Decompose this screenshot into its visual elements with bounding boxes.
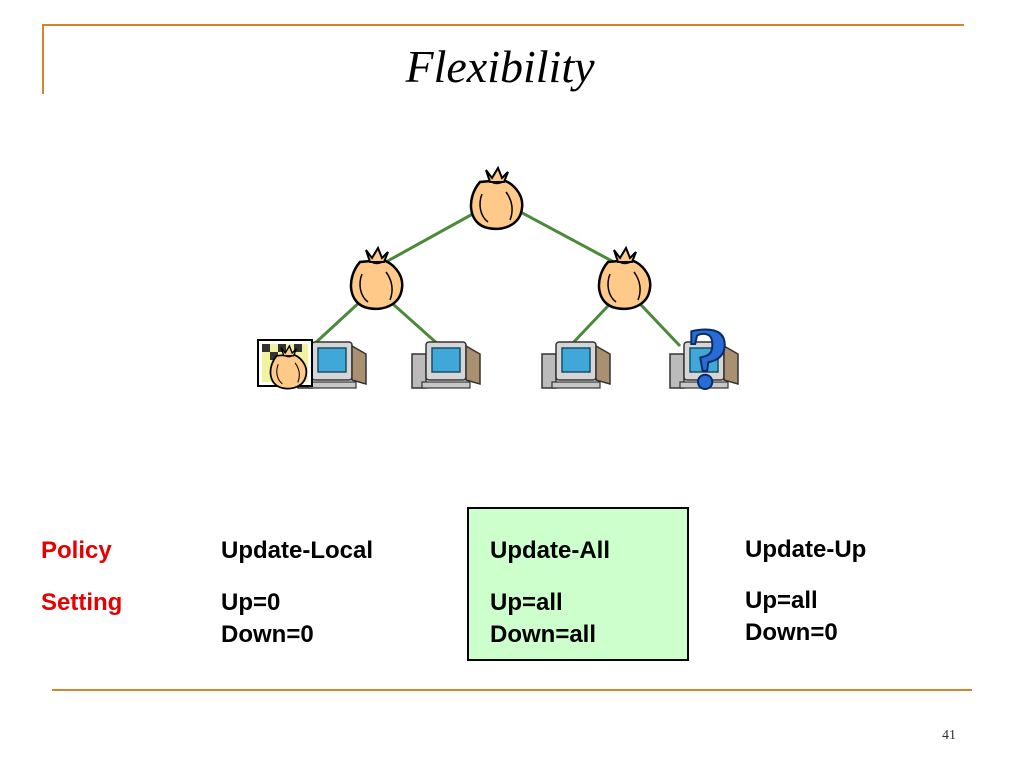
policy-name-update-up: Update-Up [745, 536, 867, 563]
top-rule [42, 24, 964, 26]
question-mark-icon: ? [686, 311, 730, 408]
tree-diagram: ? [257, 166, 739, 409]
setting-down-update-up: Down=0 [745, 619, 838, 646]
cached-bag-icon [257, 339, 313, 390]
bottom-rule [52, 689, 972, 691]
policy-label: Policy [41, 537, 112, 564]
setting-down-update-all: Down=all [490, 621, 597, 648]
highlighted-policy-box [467, 507, 689, 661]
computer-3-icon [541, 341, 611, 389]
root-bag-icon [469, 166, 524, 231]
setting-up-update-all: Up=all [490, 589, 563, 616]
policy-name-update-all: Update-All [490, 537, 610, 564]
computer-2-icon [411, 341, 481, 389]
setting-up-update-local: Up=0 [221, 589, 281, 616]
setting-up-update-up: Up=all [745, 587, 818, 614]
slide-title: Flexibility [405, 41, 595, 92]
setting-label: Setting [41, 589, 123, 616]
page-number: 41 [942, 728, 956, 743]
setting-down-update-local: Down=0 [221, 621, 314, 648]
policy-name-update-local: Update-Local [221, 537, 374, 564]
left-rule [42, 24, 44, 94]
